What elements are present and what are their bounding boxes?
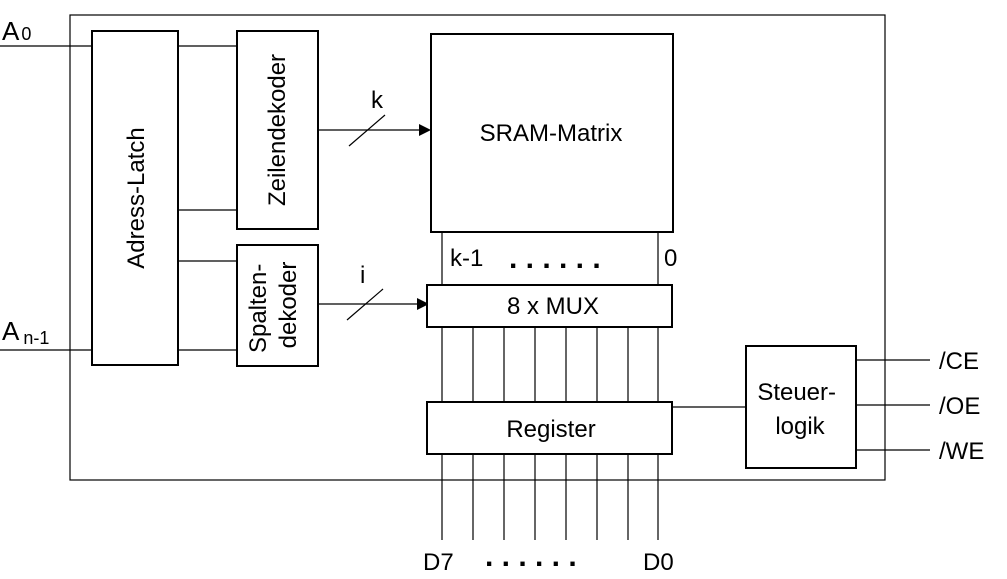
- spaltendekoder-line2: dekoder: [275, 262, 302, 349]
- col-label-dots: . . . . . .: [509, 242, 601, 275]
- control-signal-ce: /CE: [939, 348, 979, 375]
- spaltendekoder-line1: Spalten-: [245, 264, 272, 353]
- col-label-right: 0: [664, 245, 677, 272]
- mux-block: [426, 284, 673, 328]
- input-label-an-sub: n-1: [23, 328, 49, 348]
- control-signal-we: /WE: [939, 438, 984, 465]
- zeilendekoder-block: [236, 30, 319, 230]
- spaltendekoder-block: [236, 244, 319, 367]
- data-pin-label-dots: . . . . . .: [485, 540, 577, 573]
- register-block: [426, 401, 673, 455]
- spaltendekoder-label: Spalten- dekoder: [245, 257, 302, 353]
- sram-matrix-label: SRAM-Matrix: [480, 120, 623, 147]
- zeilendekoder-label: Zeilendekoder: [264, 54, 291, 206]
- steuerlogik-line2: logik: [775, 413, 825, 440]
- steuerlogik-line1: Steuer-: [757, 379, 836, 406]
- col-label-left: k-1: [450, 245, 483, 272]
- adress-latch-label: Adress-Latch: [123, 127, 150, 268]
- steuerlogik-block: [745, 345, 857, 469]
- col-bus-slash: [346, 288, 384, 321]
- input-label-a0-sub: 0: [21, 24, 31, 44]
- adress-latch-block: [91, 30, 179, 366]
- row-bus-label: k: [371, 87, 384, 114]
- register-label: Register: [506, 416, 595, 443]
- mux-label: 8 x MUX: [507, 293, 599, 320]
- steuerlogik-label: Steuer- logik: [757, 379, 842, 440]
- input-label-a0-base: A: [2, 16, 20, 46]
- mux-register-lines: [441, 327, 659, 402]
- row-bus-slash: [348, 114, 386, 147]
- chip-outline: [69, 14, 886, 481]
- data-pin-label-d7: D7: [423, 549, 454, 576]
- sram-matrix-block: [430, 33, 674, 233]
- input-label-an-base: A: [2, 316, 20, 346]
- control-signal-oe: /OE: [939, 393, 980, 420]
- data-pin-label-d0: D0: [643, 549, 674, 576]
- col-bus-label: i: [360, 262, 365, 289]
- data-pin-lines: [441, 454, 659, 540]
